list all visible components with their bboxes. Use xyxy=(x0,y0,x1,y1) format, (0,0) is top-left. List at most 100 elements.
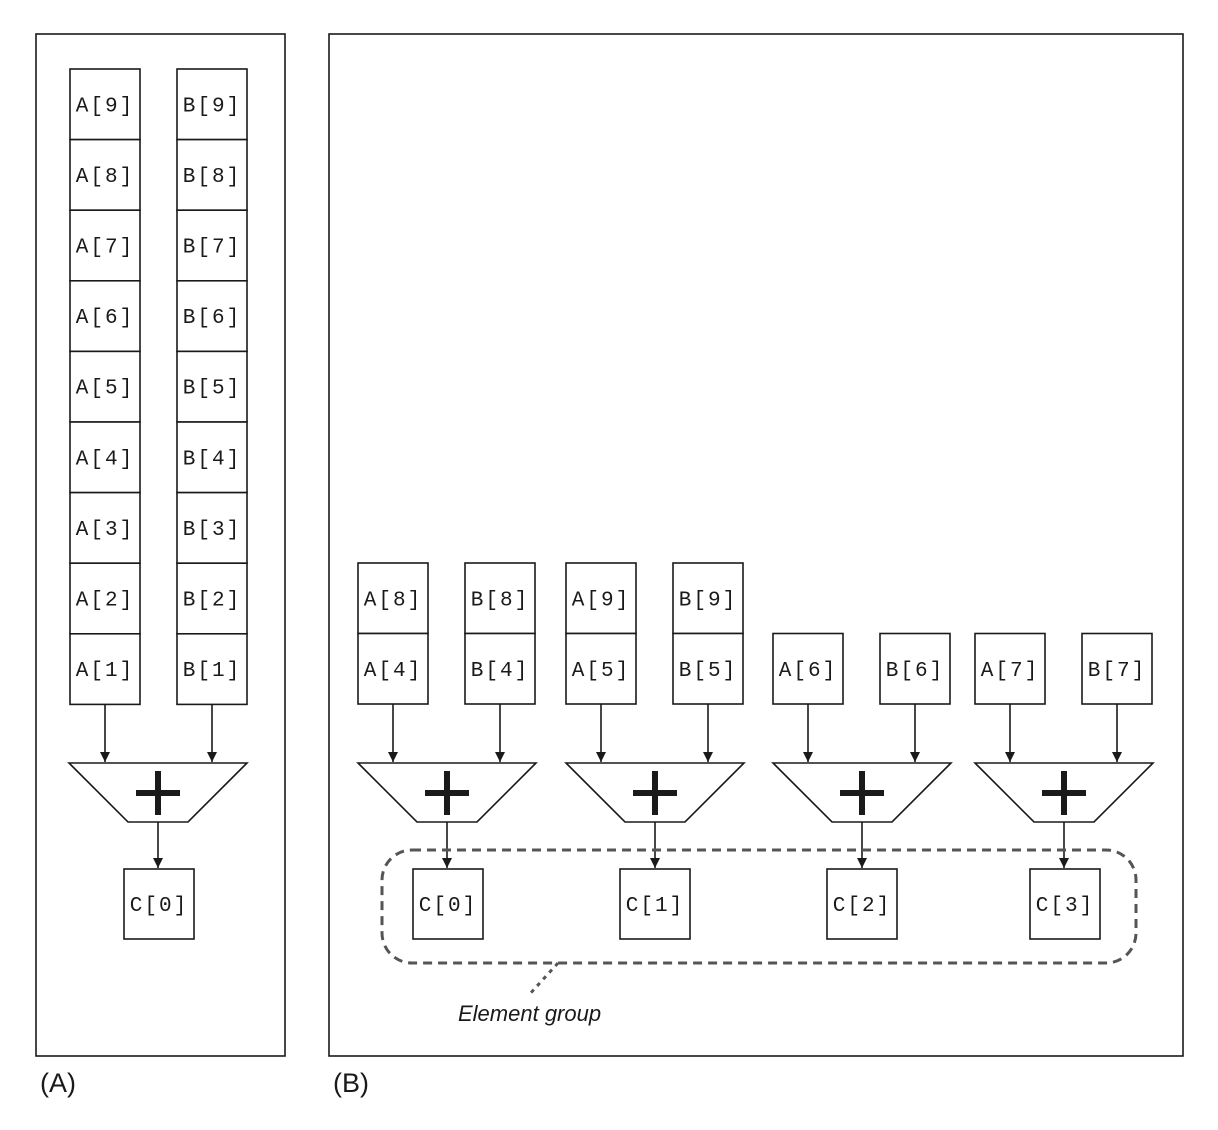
panel-b-lane-1-adder-plus-symbol xyxy=(633,771,677,815)
panel-b-lane-3: A[7] B[7] C[3] xyxy=(973,632,1155,940)
panel-a-output-cell: C[0] xyxy=(123,868,195,940)
panel-a-cell-b-1-box xyxy=(176,138,248,212)
panel-b-lane-1-cell-b-1-box xyxy=(672,632,744,705)
panel-b-lane-2-cell-a-0-box xyxy=(772,632,844,705)
panel-b-lane-1-cell-a-1-box xyxy=(565,632,637,705)
panel-b-lane-0-output-cell-label: C[0] xyxy=(419,895,477,918)
panel-a-cell-a-5-label: A[4] xyxy=(76,448,134,471)
panel-a-cell-b-6-label: B[3] xyxy=(183,519,241,542)
panel-a-cell-b-4: B[5] xyxy=(176,350,248,423)
panel-b-lane-0-adder xyxy=(356,762,538,823)
panel-a-cell-a-6-label: A[3] xyxy=(76,519,134,542)
panel-b-lane-3-cell-a-0-box xyxy=(974,632,1046,705)
panel-a-cell-a-4-label: A[5] xyxy=(76,378,134,401)
panel-a-cell-a-0: A[9] xyxy=(69,68,141,141)
panel-b-lane-2: A[6] B[6] C[2] xyxy=(771,632,953,940)
panel-a-cell-a-6-box xyxy=(69,491,141,565)
panel-a-cell-a-1-label: A[8] xyxy=(76,166,134,189)
panel-b-lane-1: A[9] A[5] B[9]B[5] C[1] xyxy=(564,562,746,940)
panel-a-cell-a-5: A[4] xyxy=(69,421,141,494)
panel-b: A[8]A[4] B[8] B[4] C[0] A[9] A[5] B[9]B[5] C[1]… xyxy=(356,562,1155,940)
panel-a-cell-a-2-box xyxy=(69,209,141,282)
panel-b-lane-2-output-cell-box xyxy=(826,868,898,940)
panel-b-lane-3-cell-a-0: A[7] xyxy=(974,632,1046,705)
panel-b-lane-1-adder xyxy=(564,762,746,823)
panel-a-cell-b-5-box xyxy=(176,421,248,494)
panel-a-frame xyxy=(35,33,286,1057)
panel-a-cell-b-6: B[3] xyxy=(176,491,248,565)
panel-b-lane-3-cell-b-0-label: B[7] xyxy=(1088,660,1146,683)
panel-b-lane-2-cell-b-0: B[6] xyxy=(879,632,951,705)
panel-b-lane-3-adder-plus-symbol xyxy=(1042,771,1086,815)
panel-a-cell-b-0: B[9] xyxy=(176,68,248,141)
panel-a-cell-a-7-label: A[2] xyxy=(76,590,134,613)
panel-b-lane-0-cell-b-0-label: B[8] xyxy=(471,589,529,612)
panel-a-cell-a-1: A[8] xyxy=(69,138,141,212)
panel-a-cell-b-7-box xyxy=(176,562,248,635)
panel-a-cell-b-7-label: B[2] xyxy=(183,590,241,613)
panel-a-output-cell-box xyxy=(123,868,195,940)
panel-b-lane-1-cell-b-0: B[9] xyxy=(672,562,744,635)
panel-a-cell-a-8-label: A[1] xyxy=(76,660,134,683)
panel-a-cell-a-7-box xyxy=(69,562,141,635)
element-group-callout-line xyxy=(526,961,560,998)
element-group-outline xyxy=(380,848,1138,965)
panel-b-lane-0-cell-a-0-box xyxy=(357,562,429,635)
panel-b-lane-1-cell-b-0-box xyxy=(672,562,744,635)
panel-b-lane-0-cell-b-1-label: B[4] xyxy=(471,660,529,683)
panel-b-lane-0-cell-b-1: B[4] xyxy=(464,632,536,705)
panel-a-cell-b-8-box xyxy=(176,632,248,706)
panel-b-lane-3-output-cell: C[3] xyxy=(1029,868,1101,940)
panel-b-lane-3-cell-b-0: B[7] xyxy=(1081,632,1153,705)
panel-b-frame xyxy=(328,33,1184,1057)
panel-a-cell-a-8: A[1] xyxy=(69,632,141,706)
panel-b-lane-0: A[8]A[4] B[8] B[4] C[0] xyxy=(356,562,538,940)
panel-a-cell-b-8: B[1] xyxy=(176,632,248,706)
panel-a-cell-b-4-box xyxy=(176,350,248,423)
panel-b-lane-2-output-cell: C[2] xyxy=(826,868,898,940)
panel-a-cell-b-7: B[2] xyxy=(176,562,248,635)
panel-b-lane-1-cell-a-1-label: A[5] xyxy=(572,660,630,683)
panel-a-cell-a-0-label: A[9] xyxy=(76,95,134,118)
panel-a-cell-b-4-label: B[5] xyxy=(183,378,241,401)
panel-a: A[9]A[8]A[7]A[6]A[5]A[4]A[3]A[2]A[1]B[9]… xyxy=(67,68,249,940)
panel-b-label: (B) xyxy=(333,1068,369,1098)
panel-b-lane-1-cell-a-0-label: A[9] xyxy=(572,589,630,612)
panel-a-cell-b-0-label: B[9] xyxy=(183,95,241,118)
panel-b-lane-0-adder-plus-symbol xyxy=(425,771,469,815)
panel-a-cell-b-3-box xyxy=(176,279,248,353)
panel-b-lane-3-cell-a-0-label: A[7] xyxy=(981,660,1039,683)
panel-b-lane-0-cell-b-1-box xyxy=(464,632,536,705)
panel-a-cell-a-4: A[5] xyxy=(69,350,141,423)
panel-a-cell-b-3-label: B[6] xyxy=(183,307,241,330)
panel-b-lane-3-cell-b-0-box xyxy=(1081,632,1153,705)
panel-b-lane-0-cell-a-0: A[8] xyxy=(357,562,429,635)
panel-a-cell-b-3: B[6] xyxy=(176,279,248,353)
panel-a-cell-b-2-label: B[7] xyxy=(183,237,241,260)
panel-b-lane-1-cell-a-0-box xyxy=(565,562,637,635)
panel-a-cell-a-2-label: A[7] xyxy=(76,237,134,260)
panel-a-cell-a-3-box xyxy=(69,279,141,353)
element-group-label: Element group xyxy=(458,1001,601,1026)
panel-b-lane-2-adder-plus-symbol xyxy=(840,771,884,815)
panel-b-lane-0-cell-b-0: B[8] xyxy=(464,562,536,635)
panel-b-lane-2-output-cell-label: C[2] xyxy=(833,895,891,918)
panel-b-lane-1-output-cell-box xyxy=(619,868,691,940)
panel-b-lane-1-output-cell: C[1] xyxy=(619,868,691,940)
panel-b-lane-2-cell-b-0-label: B[6] xyxy=(886,660,944,683)
panel-b-lane-0-output-cell-box xyxy=(412,868,484,940)
panel-b-lane-0-cell-a-1: A[4] xyxy=(357,632,429,705)
panel-a-cell-a-0-box xyxy=(69,68,141,141)
panel-a-adder-plus-symbol xyxy=(136,771,180,815)
panel-b-lane-1-output-cell-label: C[1] xyxy=(626,895,684,918)
panel-b-lane-2-adder xyxy=(771,762,953,823)
panel-a-adder xyxy=(67,762,249,823)
panel-b-lane-1-cell-a-0: A[9] xyxy=(565,562,637,635)
panel-b-lane-1-cell-b-1: B[5] xyxy=(672,632,744,705)
panel-a-cell-a-5-box xyxy=(69,421,141,494)
panel-b-lane-2-cell-a-0: A[6] xyxy=(772,632,844,705)
panel-a-cell-a-7: A[2] xyxy=(69,562,141,635)
panel-b-lane-0-cell-a-1-box xyxy=(357,632,429,705)
panel-a-cell-b-5: B[4] xyxy=(176,421,248,494)
